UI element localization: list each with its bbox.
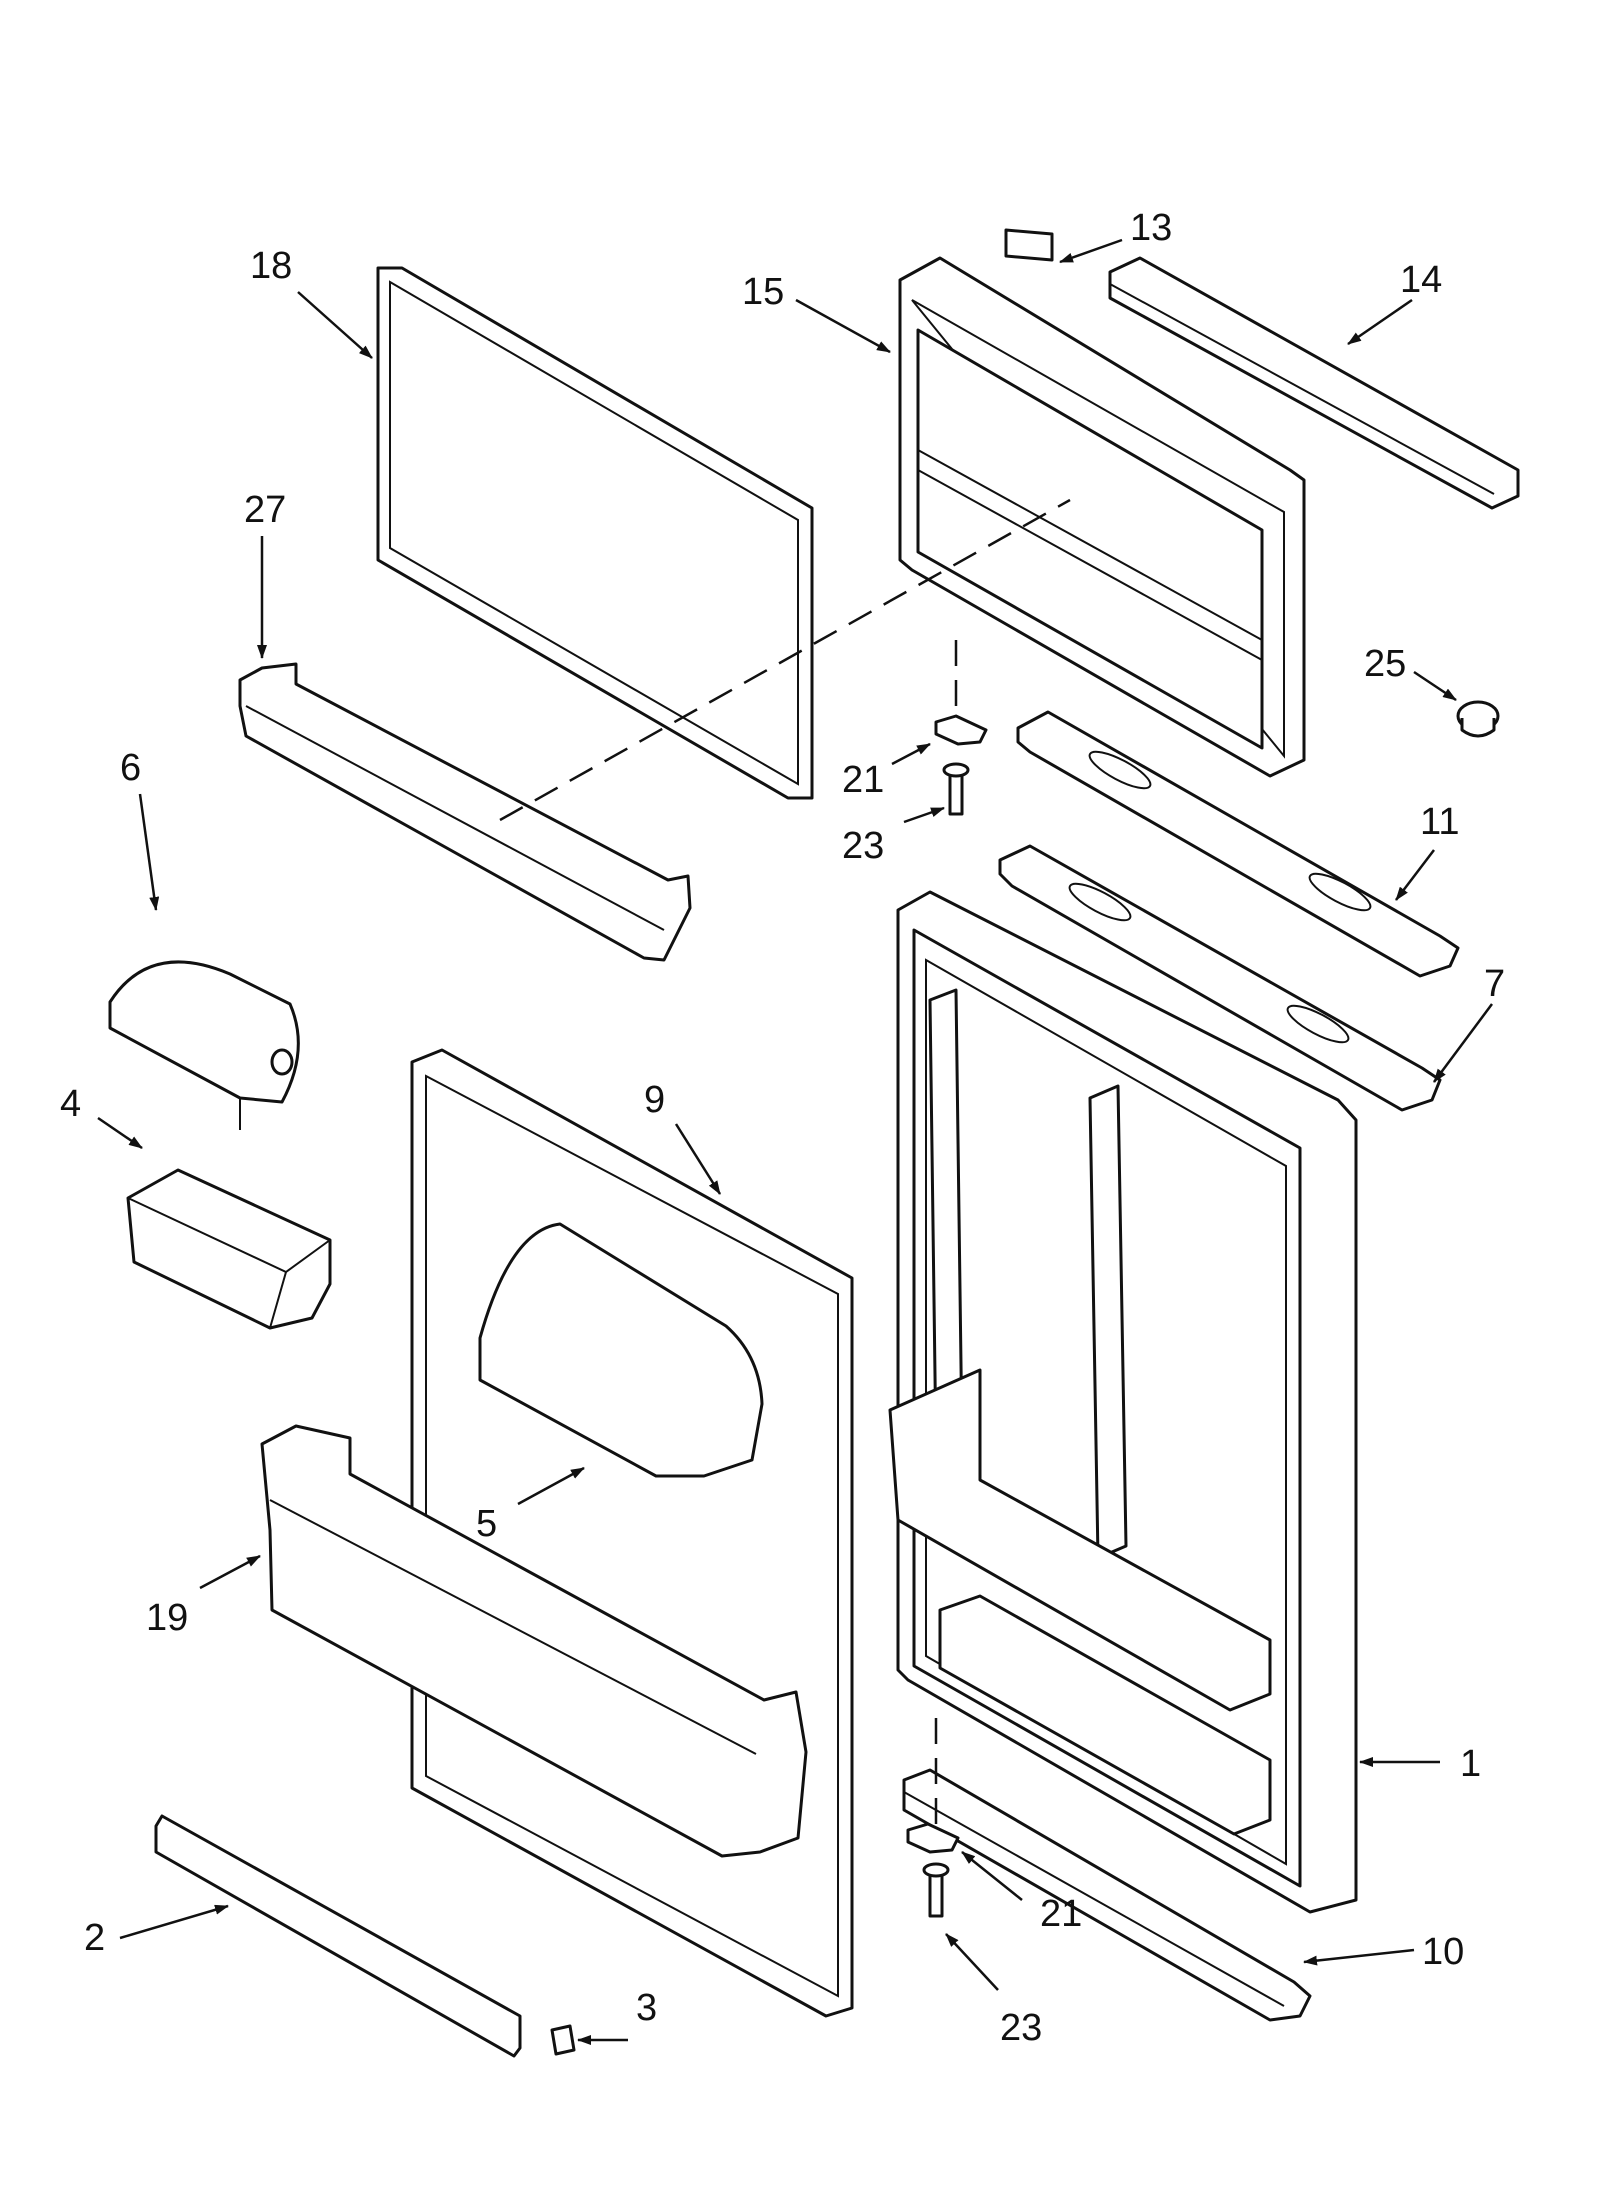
callout-2: 2 xyxy=(84,1917,105,1959)
callout-21-upper: 21 xyxy=(842,759,884,801)
part-10-bottom-trim xyxy=(902,1768,1312,2022)
callout-10: 10 xyxy=(1422,1931,1464,1973)
callout-11: 11 xyxy=(1420,801,1459,843)
callout-27: 27 xyxy=(244,489,286,531)
part-18-freezer-gasket xyxy=(376,266,814,800)
leader-23-upper xyxy=(903,806,945,824)
leader-15 xyxy=(795,298,891,354)
part-13-label xyxy=(1004,228,1054,262)
callout-23-upper: 23 xyxy=(842,825,884,867)
part-23-screw-lower xyxy=(922,1862,950,1918)
leader-2 xyxy=(119,1904,229,1940)
leader-7 xyxy=(1432,1003,1494,1083)
callout-14: 14 xyxy=(1400,259,1442,301)
leader-25 xyxy=(1413,670,1457,702)
part-7-handle-trim xyxy=(998,844,1442,1112)
leader-21-lower xyxy=(961,1851,1023,1901)
callout-13: 13 xyxy=(1130,207,1172,249)
callout-9: 9 xyxy=(644,1079,665,1121)
callout-23-lower: 23 xyxy=(1000,2007,1042,2049)
part-21-hinge-lower xyxy=(906,1822,960,1854)
leader-10 xyxy=(1303,1948,1415,1966)
leader-21-upper xyxy=(891,742,931,766)
part-6-dairy-door xyxy=(108,960,300,1130)
leader-19 xyxy=(199,1554,261,1590)
leader-4 xyxy=(97,1116,143,1150)
callout-7: 7 xyxy=(1484,963,1505,1005)
part-1-fresh-food-door xyxy=(888,890,1358,1914)
callout-21-lower: 21 xyxy=(1040,1893,1082,1935)
callout-19: 19 xyxy=(146,1597,188,1639)
part-11-handle-trim xyxy=(1016,710,1460,978)
part-5-dairy-bin xyxy=(478,1222,764,1478)
part-23-screw-upper xyxy=(942,762,970,816)
callout-15: 15 xyxy=(742,271,784,313)
callout-3: 3 xyxy=(636,1987,657,2029)
leader-9 xyxy=(674,1123,722,1195)
leader-6 xyxy=(138,793,160,911)
part-27-freezer-shelf xyxy=(238,662,692,962)
callout-6: 6 xyxy=(120,747,141,789)
part-14-trim-top xyxy=(1108,256,1520,510)
callout-18: 18 xyxy=(250,245,292,287)
part-4-small-bin xyxy=(126,1168,332,1330)
part-2-trim-strip xyxy=(154,1814,522,2058)
assembly-line-freezer xyxy=(499,498,1071,822)
leader-14 xyxy=(1347,298,1413,346)
leader-23-lower xyxy=(945,1933,999,1991)
part-15-freezer-door xyxy=(898,256,1306,778)
part-21-hinge-upper xyxy=(934,714,988,746)
part-19-door-bin xyxy=(260,1424,808,1858)
leader-13 xyxy=(1059,238,1123,264)
callout-4: 4 xyxy=(60,1083,81,1125)
part-25-plug xyxy=(1456,700,1500,738)
callout-25: 25 xyxy=(1364,643,1406,685)
part-3-end-cap xyxy=(550,2024,576,2056)
leader-11 xyxy=(1395,849,1435,901)
leader-18 xyxy=(297,291,373,359)
leader-5 xyxy=(517,1466,585,1506)
callout-1: 1 xyxy=(1460,1743,1481,1785)
callout-5: 5 xyxy=(476,1503,497,1545)
